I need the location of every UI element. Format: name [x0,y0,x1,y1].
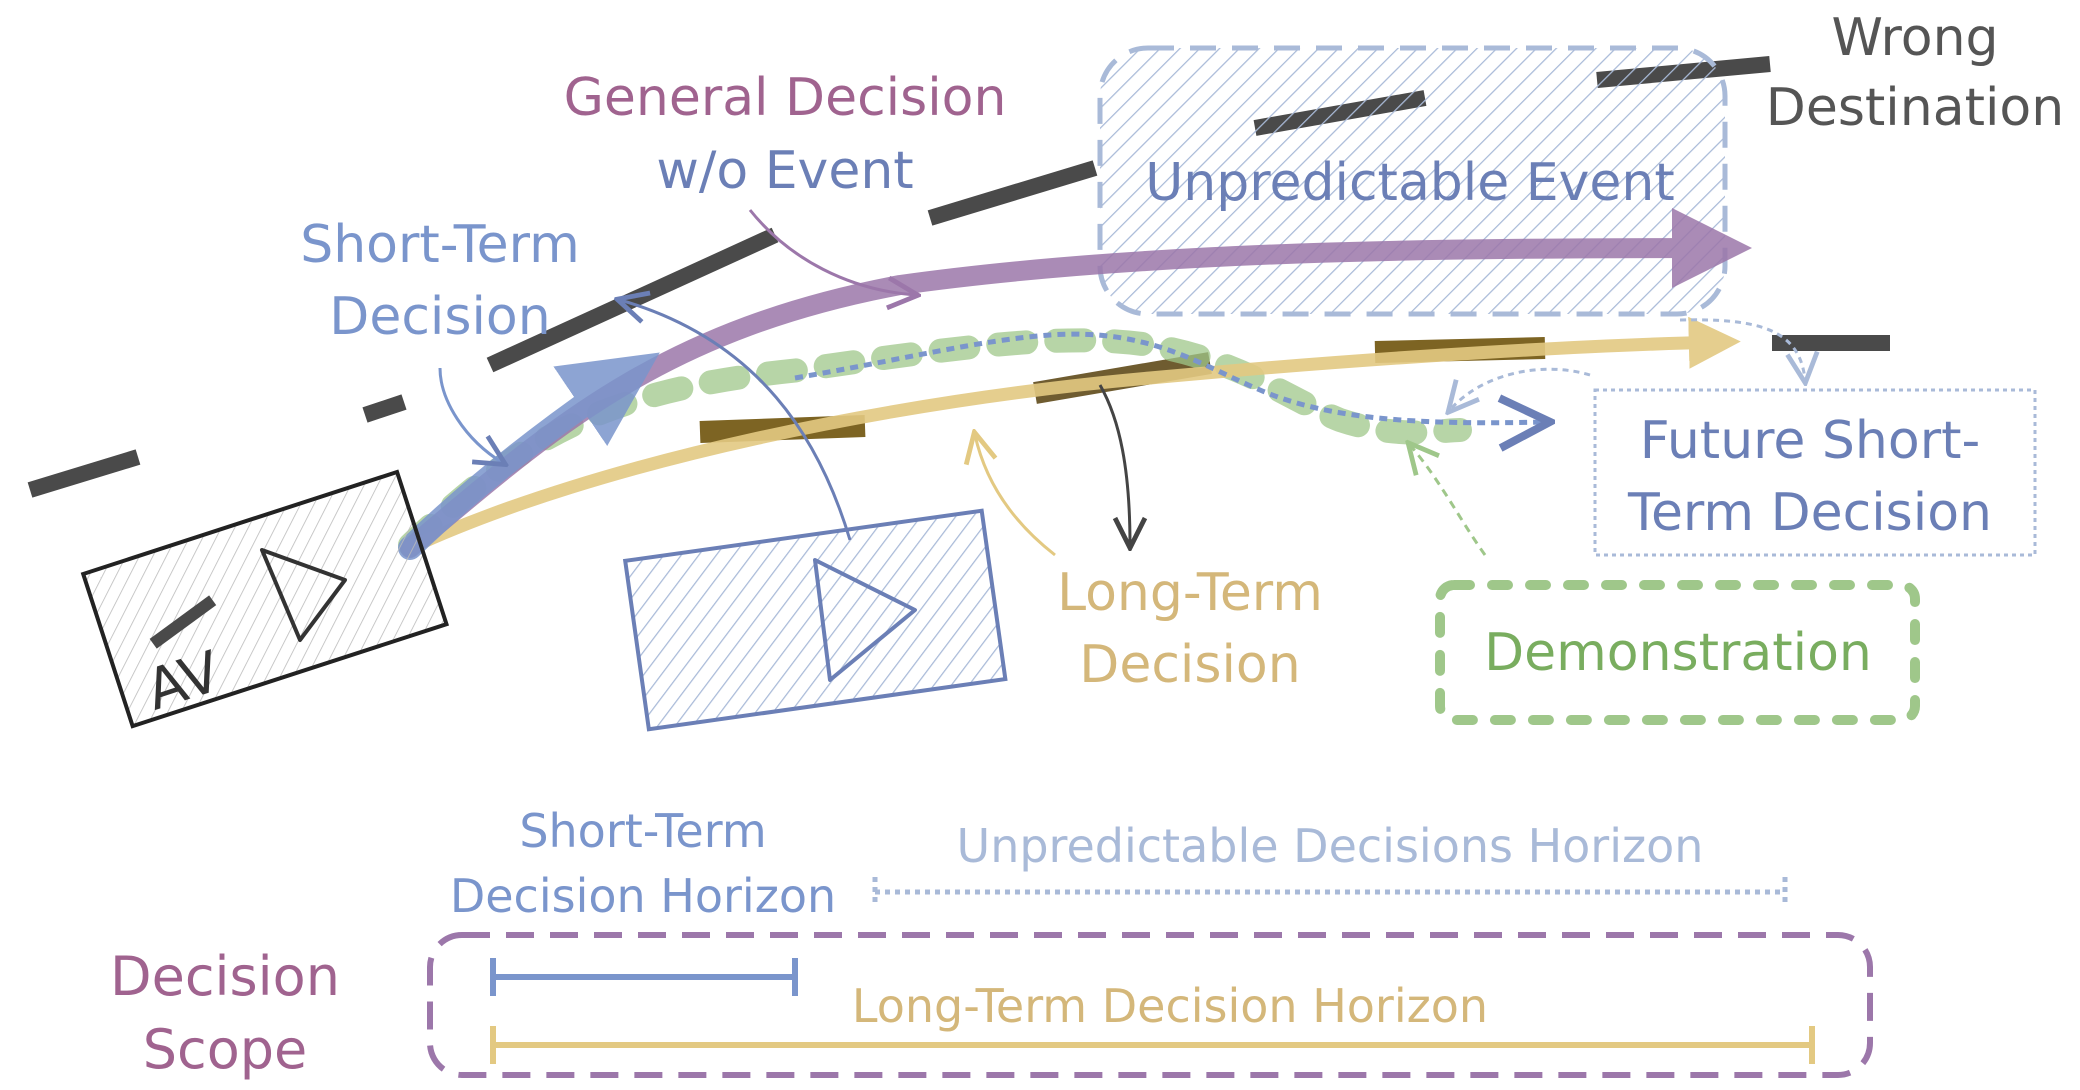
decision-scope-box [427,932,1873,1078]
unpredictable-horizon-label: Unpredictable Decisions Horizon [957,819,1704,873]
future-short-term-branch [1679,318,1805,380]
short-term-label-arrow [438,367,503,463]
long-term-horizon-label: Long-Term Decision Horizon [852,979,1488,1033]
short-term-horizon-label-line2: Decision Horizon [450,869,836,923]
other-vehicle-triangle-icon [813,558,917,682]
route-segment [27,449,141,498]
decision-scope-label-line2: Scope [143,1018,308,1081]
future-short-term-box [1593,388,2037,557]
short-term-trajectory [398,352,660,560]
short-term-decision-label-line2: Decision [329,287,550,347]
unpredictable-event-label: Unpredictable Event [1145,153,1675,213]
future-short-term-trajectory [794,331,1545,423]
av-vehicle [80,469,450,729]
general-decision-label-arrow [748,209,915,295]
short-term-horizon-label-line1: Short-Term [519,804,766,858]
route-segment [362,394,407,423]
wrong-destination-label-line2: Destination [1766,78,2064,138]
future-short-term-label-arrow [1450,367,1591,410]
other-vehicle [622,508,1008,732]
long-term-label-arrow [975,435,1056,557]
route-segment [927,160,1098,226]
future-short-term-label-line2: Term Decision [1627,483,1992,543]
demonstration-label-arrow [1410,445,1487,556]
future-short-term-label-line1: Future Short- [1640,411,1980,471]
long-term-pointer-arrow [1098,384,1130,545]
demonstration-box [1435,580,1920,725]
decision-scope-label-line1: Decision [110,945,340,1008]
long-term-decision-label-line2: Decision [1079,635,1300,695]
long-term-trajectory [403,316,1741,555]
wrong-destination-label-line1: Wrong [1831,8,1998,68]
short-term-pointer-arrow [620,300,852,541]
general-decision-label-line1: General Decision [564,68,1007,128]
long-term-decision-label-line1: Long-Term [1057,563,1323,623]
short-term-decision-label-line1: Short-Term [300,215,580,275]
general-decision-label-line2: w/o Event [656,141,913,201]
av-triangle-icon [260,548,347,642]
demonstration-label: Demonstration [1484,623,1872,683]
